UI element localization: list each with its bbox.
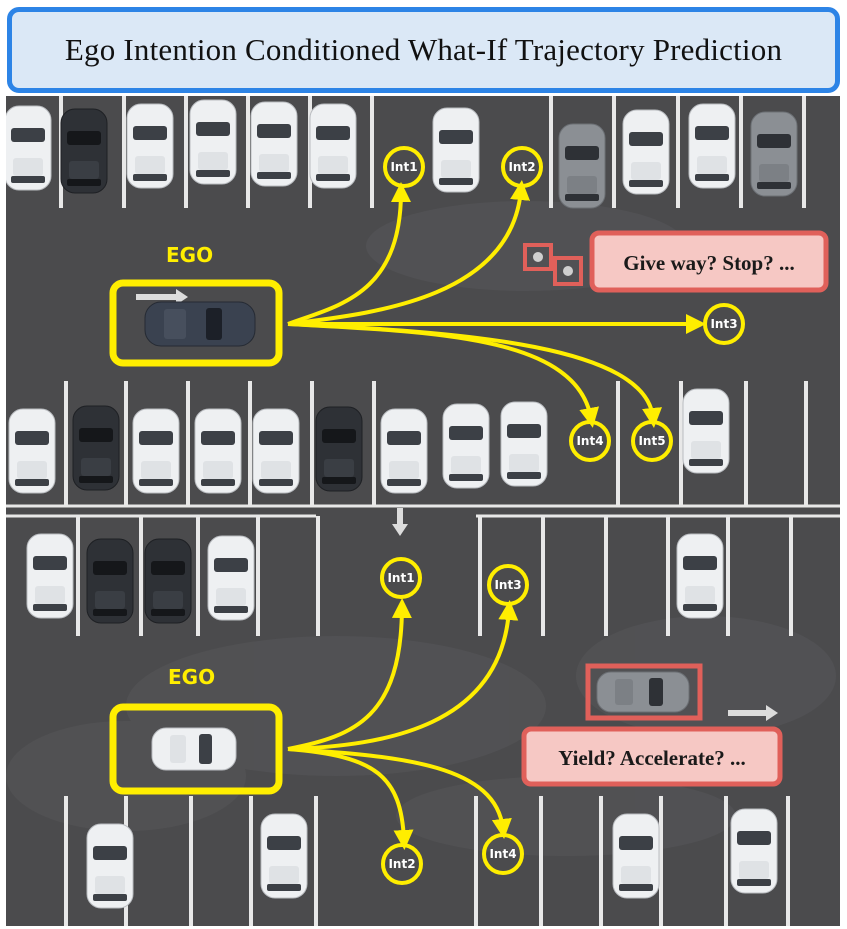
figure-title: Ego Intention Conditioned What-If Trajec…	[64, 32, 783, 67]
intention-circle	[501, 146, 543, 188]
intention-circle	[631, 420, 673, 462]
trajectories-top	[287, 180, 706, 428]
ego-label-top: EGO	[166, 243, 213, 267]
intentions-bottom: Int1 Int3 Int2 Int4	[380, 557, 529, 885]
intention-label: Int1	[390, 160, 417, 174]
intention-label: Int2	[508, 160, 535, 174]
trajectories-bottom	[287, 598, 519, 850]
intention-circle	[383, 146, 425, 188]
question-box-top: Give way? Stop? ...	[589, 230, 829, 293]
intentions-top: Int1 Int2 Int3 Int4 Int5	[383, 146, 745, 462]
ego-vehicle-bottom	[109, 703, 283, 795]
question-box-bottom: Yield? Accelerate? ...	[521, 726, 783, 787]
intention-circle	[482, 833, 524, 875]
intention-circle	[569, 420, 611, 462]
title-banner: Ego Intention Conditioned What-If Trajec…	[7, 7, 840, 93]
intention-label: Int2	[388, 857, 415, 871]
intention-circle	[487, 564, 529, 606]
intention-circle	[703, 303, 745, 345]
intention-label: Int4	[489, 847, 516, 861]
intention-label: Int3	[494, 578, 521, 592]
question-text-bottom: Yield? Accelerate? ...	[558, 746, 746, 770]
intention-label: Int1	[387, 571, 414, 585]
intention-label: Int3	[710, 317, 737, 331]
parking-lines-middle	[6, 381, 840, 636]
intention-label: Int4	[576, 434, 603, 448]
ground-arrows	[136, 289, 778, 721]
parking-lines-top	[59, 96, 806, 208]
intention-circle	[381, 843, 423, 885]
ego-label-bottom: EGO	[168, 665, 215, 689]
question-text-top: Give way? Stop? ...	[623, 251, 795, 275]
interacting-vehicle-bottom	[585, 663, 703, 721]
intention-label: Int5	[638, 434, 665, 448]
parking-lot-scene: EGO Int1 Int2 Int3 Int4 Int5 Give way? S…	[6, 96, 840, 926]
pedestrian-group	[523, 243, 583, 286]
ego-vehicle-top	[109, 279, 283, 367]
parking-lines-bottom	[64, 796, 790, 926]
intention-circle	[380, 557, 422, 599]
